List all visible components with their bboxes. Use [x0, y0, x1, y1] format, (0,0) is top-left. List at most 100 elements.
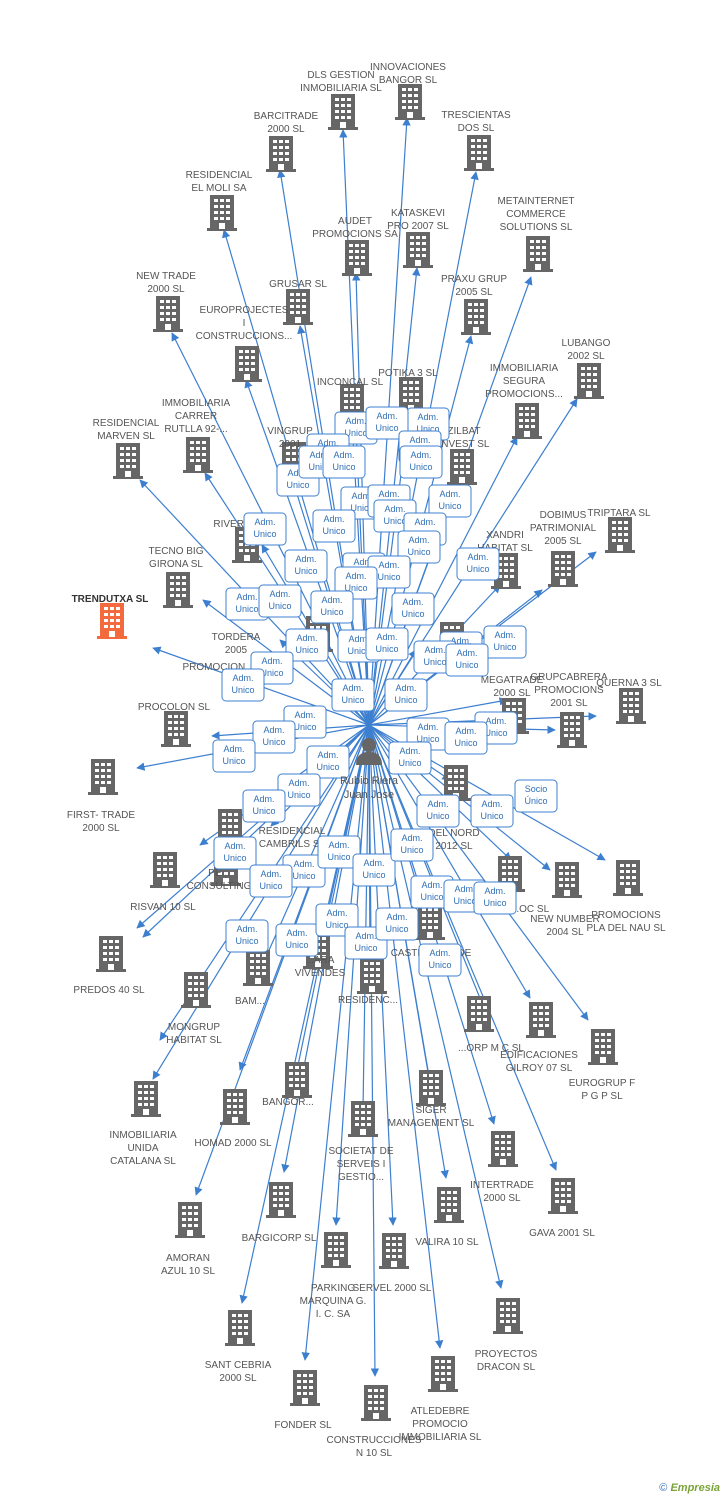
- edge-role-label[interactable]: Adm.Unico: [367, 555, 411, 589]
- edge-role-label[interactable]: Adm.Unico: [365, 627, 409, 661]
- company-node-promocion[interactable]: PROMOCION...: [182, 622, 467, 673]
- company-node-grusar[interactable]: GRUSAR SL: [269, 279, 327, 325]
- company-node-risvan[interactable]: RISVAN 10 SL: [130, 852, 196, 913]
- company-node-corp-mc[interactable]: ...ORP M C SL: [458, 996, 524, 1054]
- edge-role-label[interactable]: Adm.Unico: [285, 628, 329, 662]
- company-node-bargicorp[interactable]: BARGICORP SL: [242, 1182, 317, 1244]
- company-node-querna[interactable]: QUERNA 3 SL: [596, 678, 662, 724]
- company-node-fonder[interactable]: FONDER SL: [274, 1370, 332, 1431]
- edge-role-label[interactable]: Adm.Unico: [225, 587, 269, 621]
- center-person[interactable]: Rubio Riera Juan Jose: [340, 738, 399, 801]
- edge-role-label[interactable]: Adm.Unico: [410, 875, 454, 909]
- edge-role-label[interactable]: Adm.Unico: [317, 835, 361, 869]
- company-node-pe-consulting[interactable]: PE...CONSULTING: [187, 850, 252, 892]
- company-node-trendutxa[interactable]: TRENDUTXA SL: [72, 594, 149, 639]
- company-node-river[interactable]: RIVER L...: [213, 519, 262, 563]
- company-node-residenc[interactable]: RESIDENC...: [338, 958, 398, 1006]
- edge-role-label[interactable]: Adm.Unico: [284, 549, 328, 583]
- edge-role-label[interactable]: Adm.Unico: [243, 512, 287, 546]
- company-node-bam[interactable]: BAM...: [235, 950, 273, 1007]
- edge-role-label[interactable]: Adm.Unico: [399, 445, 443, 479]
- edge-role-label[interactable]: Adm.Unico: [375, 907, 419, 941]
- edge-role-label[interactable]: Adm.Unico: [416, 794, 460, 828]
- edge-role-label[interactable]: Adm.Unico: [258, 584, 302, 618]
- edge-role-label[interactable]: Adm.Unico: [212, 739, 256, 773]
- edge-role-label[interactable]: Adm.Unico: [213, 836, 257, 870]
- company-node-procolon[interactable]: PROCOLON SL: [138, 702, 211, 747]
- company-node-potika[interactable]: POTIKA 3 SL: [378, 368, 438, 413]
- company-node-gava[interactable]: GAVA 2001 SL: [529, 1178, 595, 1239]
- company-node-oc[interactable]: ...OC SL: [495, 856, 550, 915]
- edge-role-label[interactable]: Adm.Unico: [352, 853, 396, 887]
- company-node-eurogrup[interactable]: EUROGRUP FP G P SL: [569, 1029, 636, 1102]
- edge-role-label[interactable]: Adm.Unico: [242, 789, 286, 823]
- edge-role-label[interactable]: Adm.Unico: [252, 720, 296, 754]
- company-node-homad[interactable]: HOMAD 2000 SL: [194, 1089, 272, 1149]
- company-node-servel[interactable]: SERVEL 2000 SL: [353, 1233, 432, 1294]
- edge-role-label[interactable]: Adm.Unico: [391, 592, 435, 626]
- edge-role-label[interactable]: Adm.Unico: [306, 745, 350, 779]
- edge-role-label[interactable]: Adm.Unico: [470, 794, 514, 828]
- edge-role-label[interactable]: Adm.Unico: [225, 919, 269, 953]
- edge-role-label[interactable]: Adm.Unico: [473, 881, 517, 915]
- edge-role-label[interactable]: Adm.Unico: [277, 773, 321, 807]
- company-node-triptara[interactable]: TRIPTARA SL: [587, 508, 651, 553]
- edge-role-label[interactable]: Adm.Unico: [390, 828, 434, 862]
- edge-role-label[interactable]: Adm.Unico: [310, 590, 354, 624]
- edge-role-label[interactable]: Adm.Unico: [384, 678, 428, 712]
- company-node-europrojectes[interactable]: EUROPROJECTESICONSTRUCCIONS...: [196, 305, 293, 382]
- edge-role-label[interactable]: Adm.Unico: [428, 484, 472, 518]
- edge-role-label[interactable]: Adm.Unico: [388, 741, 432, 775]
- company-node-predos[interactable]: PREDOS 40 SL: [73, 936, 145, 996]
- company-node-inconcal[interactable]: INCONCAL SL: [317, 377, 384, 420]
- company-node-valira[interactable]: VALIRA 10 SL: [415, 1187, 479, 1248]
- edge-role-label[interactable]: Adm.Unico: [322, 445, 366, 479]
- edge-role-label[interactable]: Adm.Unico: [249, 864, 293, 898]
- edge-role-label[interactable]: Adm.Unico: [444, 721, 488, 755]
- edge-role-label[interactable]: Adm.Unico: [483, 625, 527, 659]
- edge-role-label[interactable]: Adm.Unico: [418, 943, 462, 977]
- edge-role-label[interactable]: Adm.Unico: [331, 678, 375, 712]
- edge-role-label[interactable]: Adm.Unico: [312, 509, 356, 543]
- edge-role-label[interactable]: Adm.Unico: [275, 923, 319, 957]
- company-node-bangor[interactable]: BANGOR...: [262, 1062, 314, 1108]
- edge-role-label[interactable]: Adm.Unico: [221, 668, 265, 702]
- edge-role-label[interactable]: Adm.Unico: [445, 643, 489, 677]
